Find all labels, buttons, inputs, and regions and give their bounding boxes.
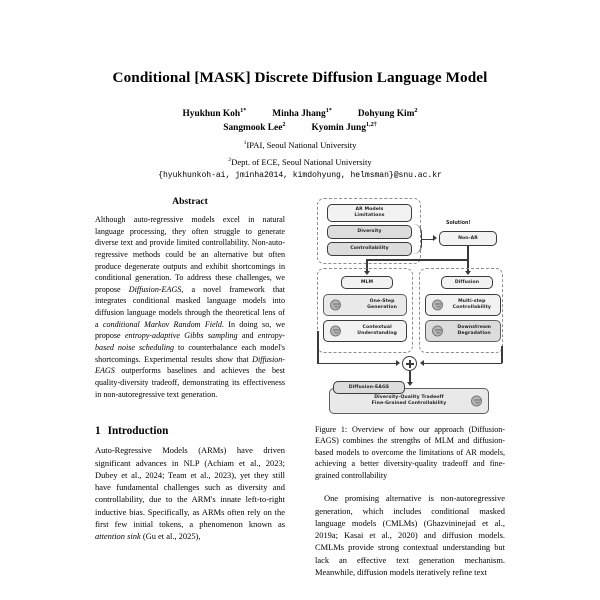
- mlm-branch-arrow-icon: [363, 271, 370, 275]
- happy-face-icon: [330, 299, 341, 311]
- result-line-1: Diversity-Quality Tradeoff: [374, 395, 444, 401]
- node-non-ar-label: Non-AR: [458, 235, 478, 241]
- figure-1-caption: Figure 1: Overview of how our approach (…: [315, 424, 505, 481]
- happy-face-icon-2: [432, 299, 443, 311]
- node-mlm-header-label: MLM: [360, 279, 374, 285]
- mlm-to-plus-hline: [317, 362, 397, 364]
- affiliation-2-text: Dept. of ECE, Seoul National University: [231, 156, 372, 167]
- author-emails: {hyukhunkoh-ai, jminha2014, kimdohyung, …: [158, 171, 442, 181]
- mlm-group: [317, 268, 413, 353]
- node-non-ar: Non-AR: [439, 231, 497, 246]
- node-diffusion-header-label: Diffusion: [454, 279, 480, 285]
- author-block: Hyukhun Koh1* Minha Jhang1* Dohyung Kim2 S…: [0, 87, 600, 135]
- diffusion-to-plus-arrow-icon: [420, 360, 424, 366]
- brace-to-nonar-arrow-icon: [433, 235, 437, 242]
- affiliation-1: 1IPAI, Seoul National University: [0, 135, 600, 151]
- node-controllability-label: Controllability: [350, 246, 389, 252]
- abstract-paragraph: Although auto-regressive models excel in…: [95, 215, 285, 399]
- mlm-branch-line: [366, 259, 368, 272]
- affiliation-1-mark: 1: [243, 140, 247, 147]
- plus-to-result-line: [409, 371, 411, 383]
- solution-label: Solution!: [446, 221, 471, 226]
- figure-1-caption-text: Overview of how our approach (Diffusion-…: [315, 425, 505, 480]
- abstract-heading: Abstract: [172, 196, 208, 207]
- affiliation-2-mark: 2: [228, 156, 232, 163]
- node-diversity-label: Diversity: [357, 229, 382, 235]
- diffusion-branch-line: [467, 259, 469, 272]
- result-face-icon: [471, 395, 482, 407]
- sad-face-icon: [432, 325, 443, 337]
- affiliation-2: 2Dept. of ECE, Seoul National University: [0, 152, 600, 168]
- brace-to-nonar-line: [422, 238, 433, 240]
- author-1: Minha Jhang1*: [272, 106, 332, 119]
- introduction-paragraph: Auto-Regressive Models (ARMs) have drive…: [95, 445, 285, 541]
- node-diffusion-eags-tag: Diffusion-EAGS: [333, 381, 405, 394]
- node-controllability: Controllability: [327, 242, 412, 256]
- node-diffusion-header: Diffusion: [441, 276, 493, 289]
- combine-plus-icon: [402, 356, 417, 371]
- mlm-to-plus-arrow-icon: [396, 360, 400, 366]
- diffusion-to-plus-hline: [423, 362, 502, 364]
- author-3: Sangmook Lee2: [223, 120, 286, 133]
- nonar-down-line: [467, 246, 469, 260]
- diffusion-to-plus-vline: [501, 346, 503, 363]
- affiliation-1-text: IPAI, Seoul National University: [246, 140, 357, 151]
- node-diffusion-eags-tag-label: Diffusion-EAGS: [348, 384, 390, 390]
- section-heading-introduction: 1 Introduction: [95, 425, 285, 437]
- section-number: 1: [95, 425, 101, 438]
- body-columns: Abstract Although auto-regressive models…: [0, 196, 600, 600]
- neutral-face-icon: [330, 325, 341, 337]
- merge-brace-icon: [413, 224, 422, 254]
- author-row-1: Hyukhun Koh1* Minha Jhang1* Dohyung Kim2: [40, 106, 560, 122]
- diffusion-branch-arrow-icon: [464, 271, 471, 275]
- mlm-to-plus-vline: [317, 331, 319, 363]
- right-column-paragraph: One promising alternative is non-autoreg…: [315, 493, 505, 577]
- author-0: Hyukhun Koh1*: [182, 106, 247, 119]
- node-result-lines: Diversity-Quality Tradeoff Fine-Grained …: [370, 395, 449, 406]
- node-mlm-header: MLM: [341, 276, 393, 289]
- diffusion-group: [419, 268, 503, 353]
- section-title: Introduction: [107, 425, 169, 438]
- page-title: Conditional [MASK] Discrete Diffusion La…: [112, 69, 488, 86]
- author-2: Dohyung Kim2: [357, 106, 418, 119]
- author-4: Kyomin Jung1,2†: [311, 120, 377, 133]
- author-row-2: Sangmook Lee2 Kyomin Jung1,2†: [40, 120, 560, 136]
- plus-to-result-arrow-icon: [406, 382, 413, 386]
- figure-1-caption-label: Figure 1:: [315, 425, 348, 434]
- result-line-2: Fine-Grained Controllability: [371, 401, 447, 406]
- nonar-split-line: [366, 259, 468, 261]
- left-column: Abstract Although auto-regressive models…: [95, 196, 285, 600]
- node-diversity: Diversity: [327, 225, 412, 239]
